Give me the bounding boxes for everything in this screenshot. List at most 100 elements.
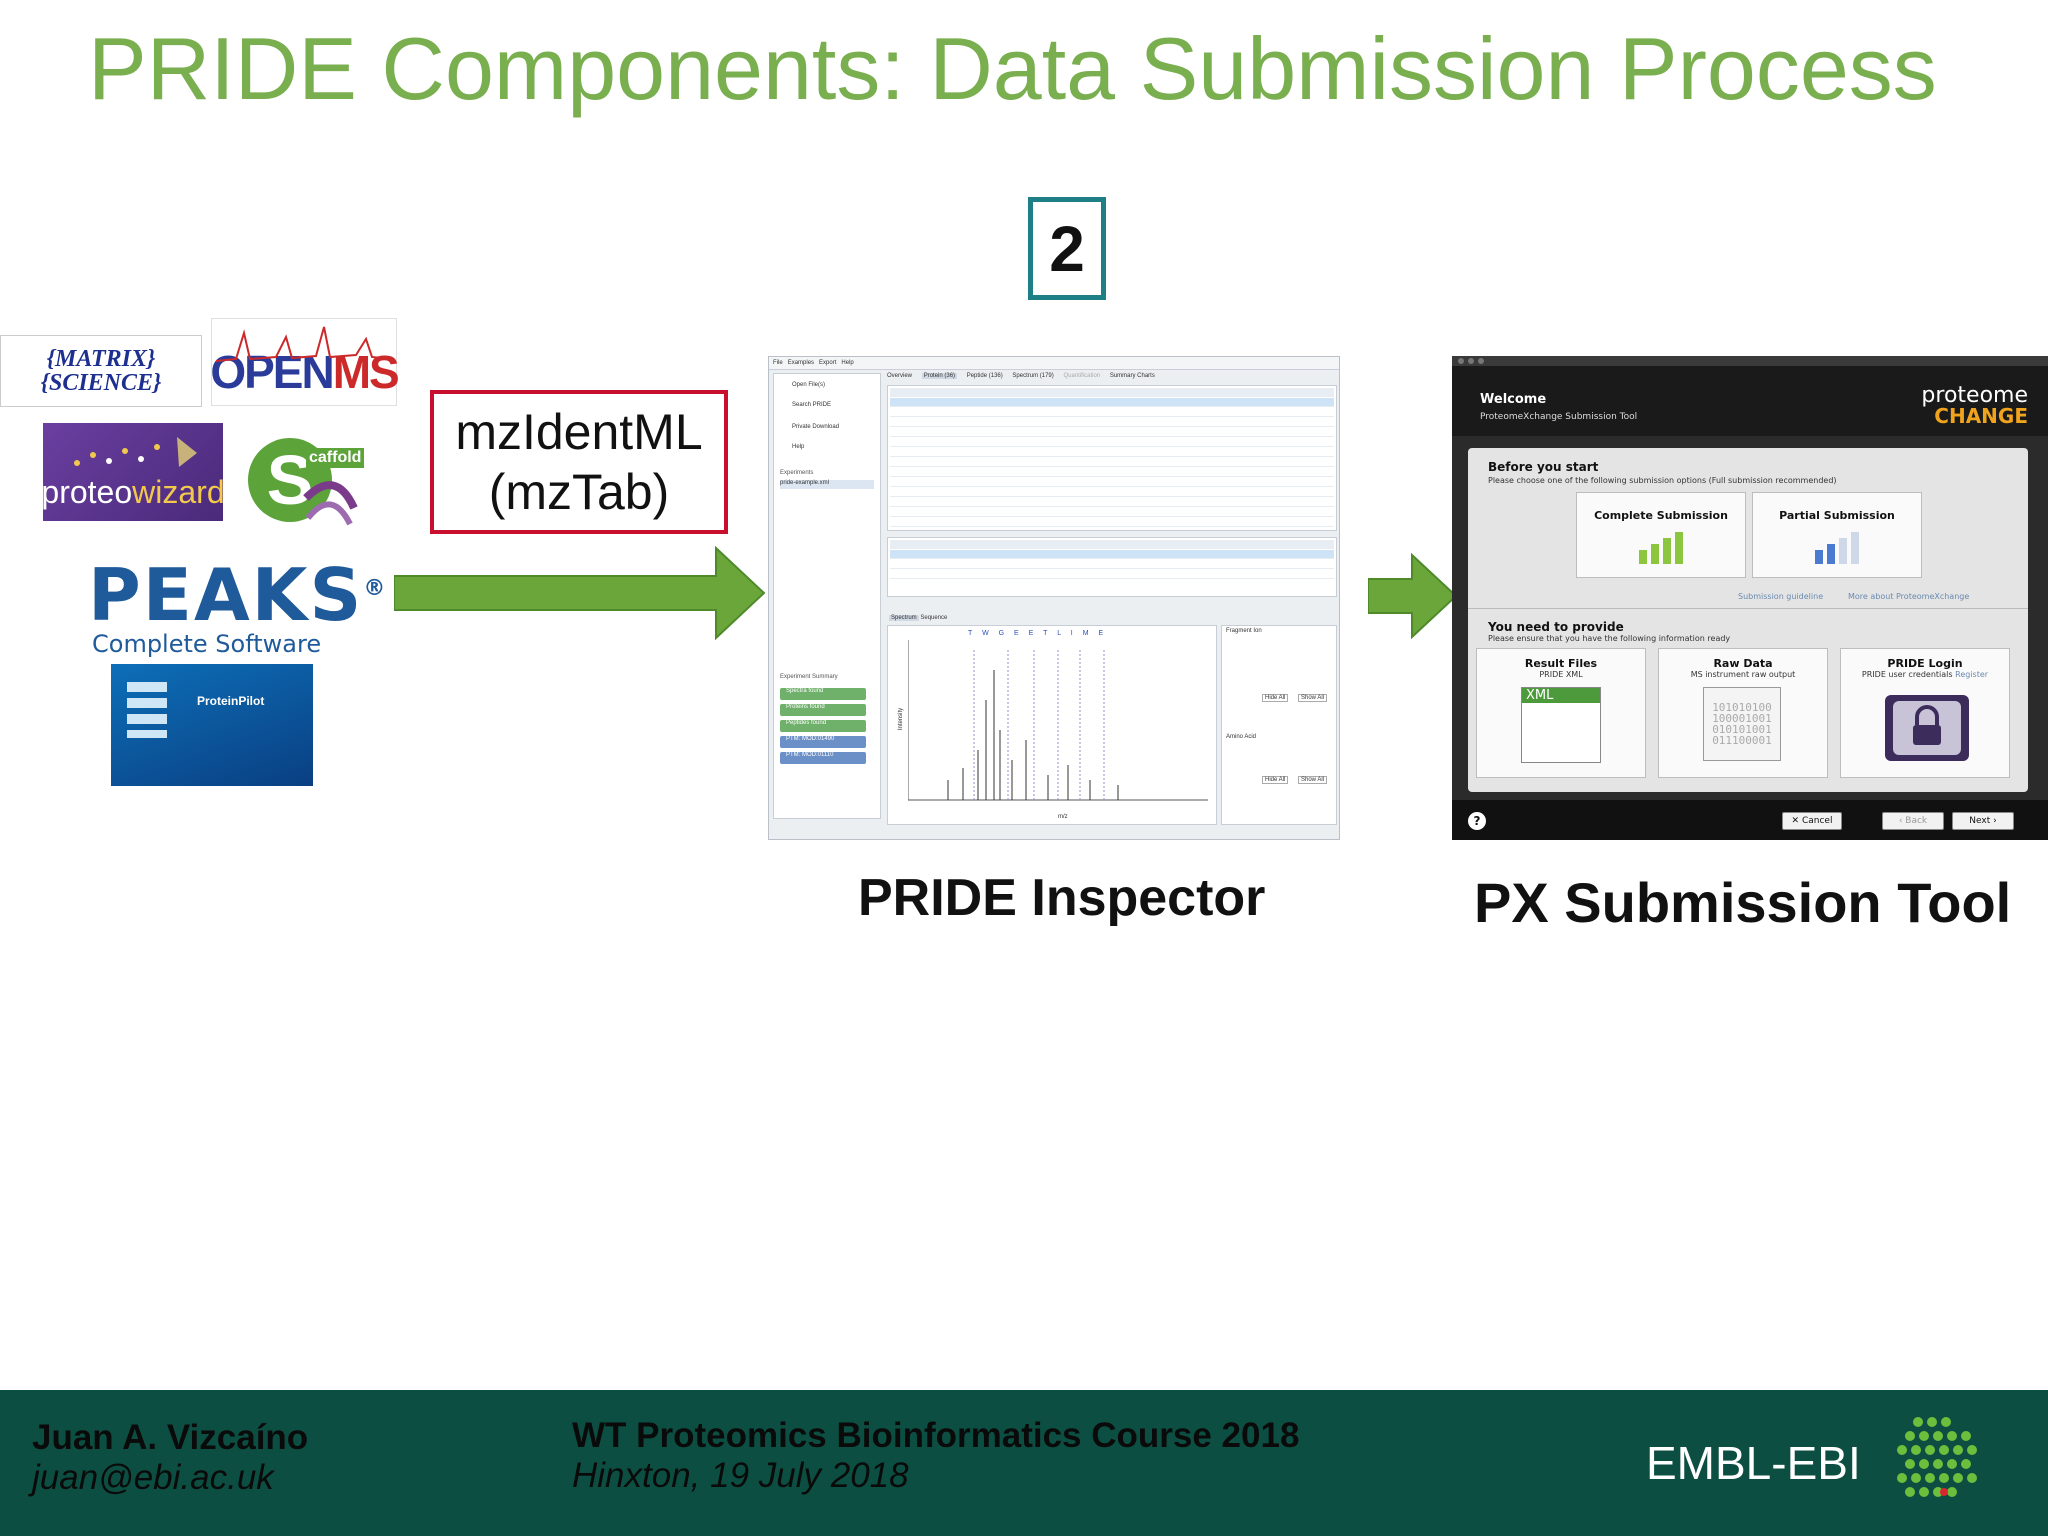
spectrum-sequence: T W G E E T L I M E — [968, 630, 1108, 637]
proteowizard-logo-proteo: proteo — [41, 474, 133, 510]
arrow-to-pxtool — [1368, 553, 1458, 639]
pride-login-sub: PRIDE user credentials — [1861, 670, 1953, 679]
sidebar-experiment-file[interactable]: pride-example.xml — [780, 480, 874, 489]
px-submission-tool-screenshot: Welcome ProteomeXchange Submission Tool … — [1452, 356, 2048, 840]
submission-guideline-link[interactable]: Submission guideline — [1738, 592, 1824, 601]
summary-proteins[interactable]: Proteins found — [780, 704, 866, 716]
raw-file-icon: 101010100 100001001 010101001 011100001 — [1703, 687, 1781, 761]
table-row[interactable] — [890, 560, 1334, 569]
peaks-logo-reg: ® — [363, 576, 388, 601]
raw-data-sub: MS instrument raw output — [1690, 670, 1796, 679]
partial-submission-button[interactable]: Partial Submission — [1752, 492, 1922, 578]
arrow-to-inspector — [394, 546, 766, 640]
px-header: Welcome ProteomeXchange Submission Tool … — [1452, 366, 2048, 436]
before-start-title: Before you start — [1488, 460, 1599, 474]
menu-examples[interactable]: Examples — [787, 360, 815, 366]
scaffold-logo-text: caffold — [306, 448, 365, 468]
table-row[interactable] — [890, 498, 1334, 507]
summary-ptm-2[interactable]: PTM: MOD:01110 — [780, 752, 866, 764]
table-row[interactable] — [890, 458, 1334, 467]
table-row[interactable] — [890, 518, 1334, 527]
binary-line-1: 101010100 — [1712, 701, 1772, 714]
pride-login-title: PRIDE Login — [1887, 657, 1963, 670]
table-row[interactable] — [890, 488, 1334, 497]
raw-data-card[interactable]: Raw Data MS instrument raw output 101010… — [1658, 648, 1828, 778]
green-bars-icon — [1639, 532, 1683, 564]
back-button[interactable]: ‹ Back — [1882, 812, 1944, 830]
complete-submission-label: Complete Submission — [1594, 509, 1728, 522]
tab-overview[interactable]: Overview — [887, 373, 913, 379]
menu-export[interactable]: Export — [819, 360, 837, 366]
table-row[interactable] — [890, 508, 1334, 517]
table-row[interactable] — [890, 550, 1334, 559]
tab-peptide[interactable]: Peptide (136) — [966, 373, 1003, 379]
provide-title: You need to provide — [1488, 620, 1624, 634]
binary-line-3: 010101001 — [1712, 723, 1772, 736]
complete-submission-button[interactable]: Complete Submission — [1576, 492, 1746, 578]
tab-quantification[interactable]: Quantification — [1063, 373, 1101, 379]
more-about-px-link[interactable]: More about ProteomeXchange — [1848, 592, 1970, 601]
blue-bars-icon — [1815, 532, 1859, 564]
pride-login-card[interactable]: PRIDE Login PRIDE user credentials Regis… — [1840, 648, 2010, 778]
menu-help[interactable]: Help — [841, 360, 854, 366]
table-row[interactable] — [890, 570, 1334, 579]
window-maximize-icon[interactable] — [1478, 358, 1484, 364]
help-icon[interactable]: ? — [1468, 812, 1486, 830]
table-row[interactable] — [890, 468, 1334, 477]
protein-table-header — [890, 388, 1334, 397]
before-start-text: Please choose one of the following submi… — [1488, 476, 1837, 485]
tab-sequence-view[interactable]: Sequence — [920, 615, 948, 621]
menu-file[interactable]: File — [773, 360, 783, 366]
table-row[interactable] — [890, 418, 1334, 427]
hide-all-button[interactable]: Hide All — [1262, 694, 1289, 702]
scaffold-logo: S caffold — [246, 428, 365, 530]
sidebar-search-pride[interactable]: Search PRIDE — [792, 402, 832, 408]
fragment-ion-label: Fragment Ion — [1226, 628, 1262, 634]
xml-file-icon: XML — [1521, 687, 1601, 763]
px-footer: ? ✕ Cancel ‹ Back Next › — [1452, 800, 2048, 840]
footer-email[interactable]: juan@ebi.ac.uk — [32, 1458, 274, 1497]
hide-all-button-2[interactable]: Hide All — [1262, 776, 1289, 784]
result-files-title: Result Files — [1524, 657, 1598, 670]
sidebar-open-files[interactable]: Open File(s) — [792, 382, 826, 388]
px-logo-bottom: CHANGE — [1934, 404, 2028, 428]
partial-submission-label: Partial Submission — [1779, 509, 1895, 522]
summary-ptm-1[interactable]: PTM: MOD:01490 — [780, 736, 866, 748]
spectrum-peaks-graphic — [908, 640, 1208, 801]
table-row[interactable] — [890, 428, 1334, 437]
tab-spectrum-view[interactable]: Spectrum Sequence — [889, 615, 948, 621]
summary-spectra[interactable]: Spectra found — [780, 688, 866, 700]
scaffold-s-icon: S — [248, 438, 358, 526]
table-row[interactable] — [890, 408, 1334, 417]
px-subtitle: ProteomeXchange Submission Tool — [1480, 412, 1638, 422]
file-format-box: mzIdentML (mzTab) — [430, 390, 728, 534]
peptide-table — [887, 537, 1337, 597]
footer-place-date: Hinxton, 19 July 2018 — [572, 1456, 909, 1495]
table-row[interactable] — [890, 448, 1334, 457]
table-row[interactable] — [890, 398, 1334, 407]
sidebar-summary-label: Experiment Summary — [780, 674, 838, 680]
next-button[interactable]: Next › — [1952, 812, 2014, 830]
proteowizard-logo-wizard: wizard — [132, 474, 225, 510]
window-minimize-icon[interactable] — [1468, 358, 1474, 364]
table-row[interactable] — [890, 438, 1334, 447]
result-files-card[interactable]: Result Files PRIDE XML XML — [1476, 648, 1646, 778]
show-all-button-2[interactable]: Show All — [1298, 776, 1328, 784]
divider — [1468, 608, 2028, 609]
summary-peptides[interactable]: Peptides found — [780, 720, 866, 732]
chevron-left-icon: ‹ — [1898, 816, 1906, 826]
right-arrow-icon — [394, 546, 766, 640]
tab-spectrum[interactable]: Spectrum (179) — [1012, 373, 1054, 379]
table-row[interactable] — [890, 478, 1334, 487]
sidebar-help[interactable]: Help — [792, 444, 805, 450]
register-link[interactable]: Register — [1955, 670, 1989, 679]
px-submission-tool-label: PX Submission Tool — [1474, 871, 2012, 934]
tab-summary-charts[interactable]: Summary Charts — [1109, 373, 1155, 379]
cancel-button[interactable]: ✕ Cancel — [1782, 812, 1842, 830]
sidebar-private-download[interactable]: Private Download — [792, 424, 840, 430]
tab-protein[interactable]: Protein (36) — [921, 373, 958, 379]
xml-file-label: XML — [1522, 688, 1600, 703]
window-close-icon[interactable] — [1458, 358, 1464, 364]
show-all-button[interactable]: Show All — [1298, 694, 1328, 702]
